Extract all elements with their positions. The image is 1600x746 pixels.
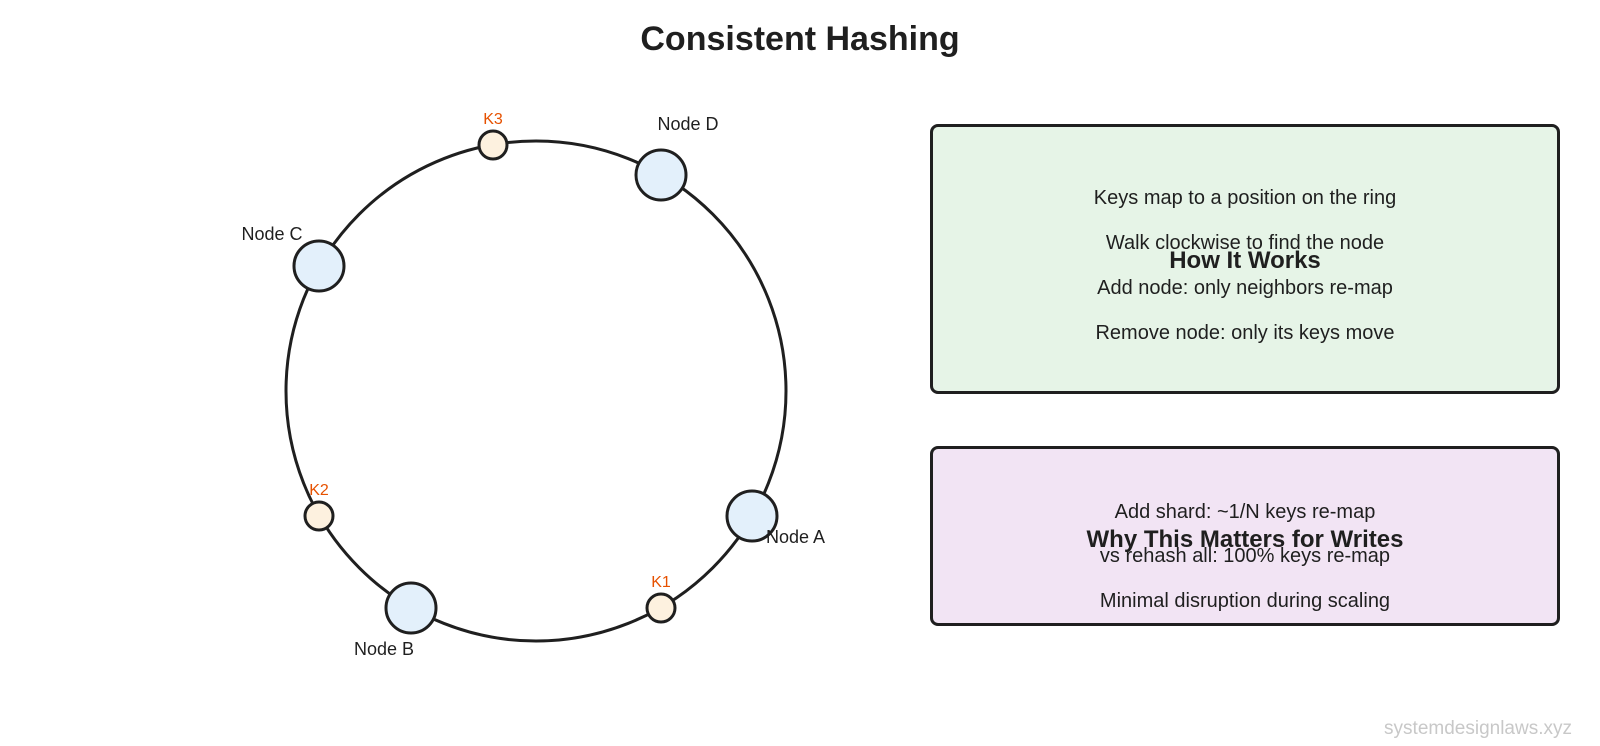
why-matters-line: vs rehash all: 100% keys re-map <box>1099 545 1391 567</box>
how-it-works-line: Add node: only neighbors re-map <box>1097 277 1393 299</box>
how-it-works-panel: Keys map to a position on the ring Walk … <box>930 124 1560 394</box>
hash-ring <box>284 139 788 643</box>
why-matters-line: Add shard: ~1/N keys re-map <box>1114 501 1376 523</box>
how-it-works-line: Remove node: only its keys move <box>1095 322 1395 344</box>
why-matters-line: Minimal disruption during scaling <box>1099 590 1391 612</box>
why-matters-panel: Add shard: ~1/N keys re-map Why This Mat… <box>930 446 1560 626</box>
ring-key-k2: K2 <box>303 482 335 532</box>
how-it-works-title: How It Works <box>1169 247 1321 274</box>
ring-node-d: Node D <box>634 114 719 202</box>
ring-node-b: Node B <box>354 581 438 659</box>
diagram-title: Consistent Hashing <box>640 20 960 58</box>
ring-key-k3: K3 <box>477 111 509 161</box>
ring-key-k1: K1 <box>645 574 677 624</box>
node-a-label: Node A <box>766 527 825 547</box>
node-d-label: Node D <box>657 114 718 134</box>
ring-node-c: Node C <box>241 224 346 293</box>
key-k1-label: K1 <box>651 574 671 591</box>
key-k3-label: K3 <box>483 111 503 128</box>
node-b-label: Node B <box>354 639 414 659</box>
ring-node-a: Node A <box>725 489 825 547</box>
watermark-text: systemdesignlaws.xyz <box>1384 718 1572 739</box>
why-matters-title: Why This Matters for Writes <box>1086 526 1404 553</box>
how-it-works-line: Walk clockwise to find the node <box>1105 232 1385 254</box>
key-k2-label: K2 <box>309 482 329 499</box>
how-it-works-line: Keys map to a position on the ring <box>1093 187 1397 209</box>
node-c-label: Node C <box>241 224 302 244</box>
